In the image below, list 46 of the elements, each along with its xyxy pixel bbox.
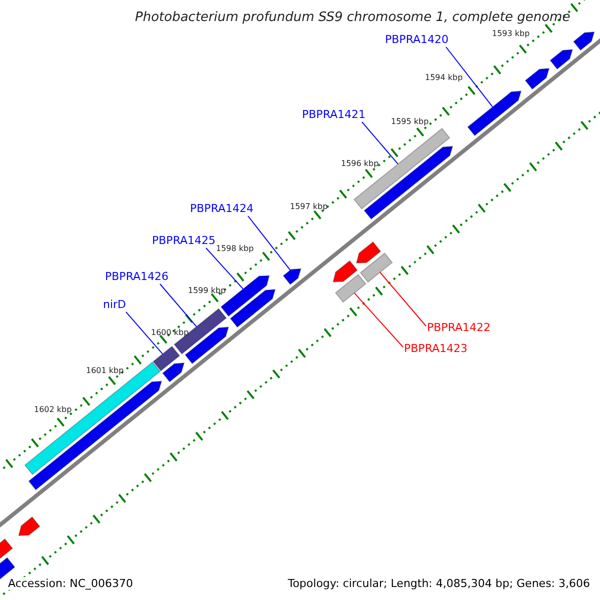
gene-label: PBPRA1426 — [105, 271, 169, 282]
gene-feature — [467, 90, 522, 136]
gene-feature — [162, 362, 185, 382]
gene-feature — [282, 268, 302, 286]
genome-summary: Topology: circular; Length: 4,085,304 bp; Genes: 3,606 — [286, 577, 592, 590]
scale-label: 1597 kbp — [290, 203, 328, 211]
gene-label: PBPRA1422 — [427, 322, 491, 333]
leader-line — [126, 312, 164, 354]
scale-label: 1593 kbp — [492, 30, 530, 38]
scale-label: 1595 kbp — [391, 118, 429, 126]
gene-label: PBPRA1425 — [152, 235, 216, 246]
leader-line — [446, 46, 494, 108]
map-title: Photobacterium profundum SS9 chromosome 1, complete genome — [135, 11, 570, 24]
scale-label: 1602 kbp — [34, 406, 72, 414]
gene-feature — [332, 260, 358, 282]
gene-feature — [152, 346, 180, 372]
gene-feature — [230, 288, 276, 328]
gene-feature — [550, 49, 574, 70]
leader-line — [248, 216, 291, 271]
leader-line — [379, 272, 426, 326]
gene-feature — [28, 380, 162, 490]
leader-line — [160, 284, 197, 328]
accession-note: Accession: NC_006370 — [6, 577, 136, 590]
gene-label: PBPRA1420 — [385, 34, 449, 45]
gene-label: PBPRA1423 — [404, 343, 468, 354]
scale-label: 1596 kbp — [341, 160, 379, 168]
gene-feature — [360, 252, 393, 283]
scale-label: 1600 kbp — [151, 329, 189, 337]
gene-feature — [364, 146, 454, 220]
scale-label: 1599 kbp — [188, 287, 226, 295]
gene-feature — [174, 308, 227, 355]
gene-label: nirD — [103, 299, 126, 310]
gene-feature — [0, 538, 14, 560]
scale-label: 1601 kbp — [86, 367, 124, 375]
scale-label: 1598 kbp — [216, 245, 254, 253]
gene-feature — [334, 274, 366, 303]
gene-feature — [572, 31, 595, 51]
gene-feature — [24, 361, 161, 476]
gene-label: PBPRA1421 — [302, 109, 366, 120]
gene-label: PBPRA1424 — [190, 203, 254, 214]
gene-feature — [18, 516, 40, 536]
gene-feature — [524, 68, 550, 90]
gene-feature — [356, 241, 382, 264]
leader-line — [354, 292, 404, 348]
leader-line — [206, 248, 244, 290]
scale-label: 1594 kbp — [425, 74, 463, 82]
